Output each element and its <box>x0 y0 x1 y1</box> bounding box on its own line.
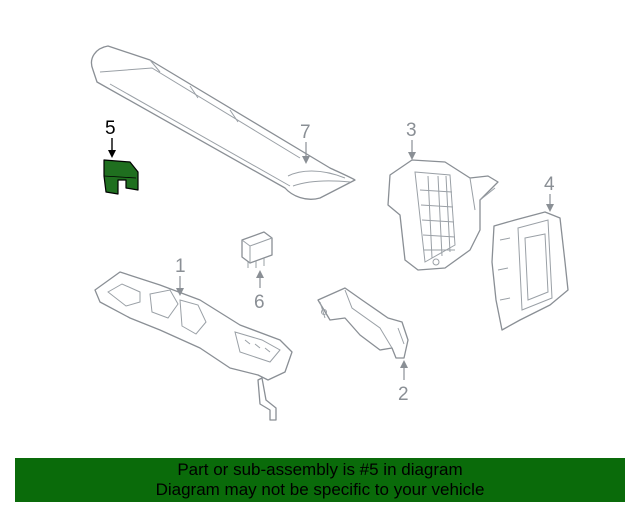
parts-diagram: 7 5 3 4 6 <box>90 45 569 421</box>
part-4-bracket[interactable] <box>491 211 569 331</box>
lead-arrow-6 <box>256 270 264 278</box>
lead-arrow-3 <box>408 152 416 160</box>
banner-line-2: Diagram may not be specific to your vehi… <box>155 480 485 499</box>
callout-5: 5 <box>105 118 116 139</box>
part-2-small-bracket[interactable] <box>317 287 409 359</box>
part-6-relay[interactable] <box>241 231 273 268</box>
callout-7: 7 <box>300 122 311 143</box>
callout-3: 3 <box>406 120 417 141</box>
banner-line-1: Part or sub-assembly is #5 in diagram <box>177 460 463 479</box>
callout-6: 6 <box>254 292 265 313</box>
lead-arrow-1 <box>176 288 184 296</box>
callout-1: 1 <box>175 256 186 277</box>
part-3-fuse-box[interactable] <box>387 159 499 271</box>
lead-arrow-5 <box>108 150 116 158</box>
callout-2: 2 <box>398 384 409 405</box>
part-7-trim-bar[interactable] <box>90 45 356 200</box>
info-banner: Part or sub-assembly is #5 in diagram Di… <box>15 458 625 502</box>
lead-arrow-2 <box>400 360 408 368</box>
lead-arrow-4 <box>546 204 554 212</box>
part-5-fuse[interactable] <box>103 159 139 195</box>
callout-4: 4 <box>544 174 555 195</box>
lead-arrow-7 <box>302 156 310 164</box>
